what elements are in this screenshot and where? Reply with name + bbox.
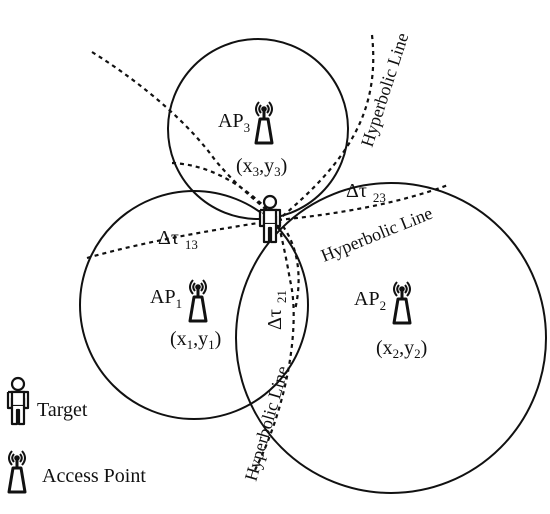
hyperbolic-line-ap1-ap3 — [86, 218, 279, 260]
hyperbolic-lines — [86, 34, 449, 471]
hyperbolic-line-ap2-ap3 — [277, 183, 449, 222]
legend-target-person-icon — [6, 376, 30, 426]
legend-target-label: Target — [37, 399, 88, 421]
hyperbolic-line-ap1-ap3-branch-a — [91, 51, 279, 221]
ap1-coordinates: (x1,y1) — [170, 328, 221, 352]
ap1-node: AP1 (x1,y1) — [150, 278, 221, 352]
ap1-antenna-icon — [188, 278, 208, 323]
ap3-antenna-icon — [254, 100, 274, 145]
ap1-range-circle — [79, 190, 309, 420]
hyperbolic-line-label-top: Hyperbolic Line — [357, 30, 413, 149]
legend-antenna-icon — [7, 449, 27, 494]
legend: Target Access Point — [6, 376, 146, 494]
hyperbolic-line-ap2-ap3-top — [277, 34, 375, 221]
target-person-icon — [258, 194, 282, 244]
ap2-antenna-icon — [392, 280, 412, 325]
ap3-node: AP3 (x3,y3) — [218, 100, 287, 179]
legend-access-point-label: Access Point — [42, 465, 146, 487]
ap2-label: AP2 — [354, 288, 386, 313]
ap3-range-circle — [167, 38, 349, 220]
delta-tau-21-label: Δτ21 — [264, 290, 289, 330]
hyperbolic-line-label-bottom: Hyperbolic Line — [241, 364, 293, 483]
ap1-label: AP1 — [150, 286, 182, 311]
ap3-coordinates: (x3,y3) — [236, 155, 287, 179]
ap2-coordinates: (x2,y2) — [376, 337, 427, 361]
ap3-label: AP3 — [218, 110, 250, 135]
ap2-range-circle — [235, 182, 547, 494]
hyperbolic-line-ap1-ap2-branch-b — [277, 219, 300, 311]
ap2-node: AP2 (x2,y2) — [354, 280, 427, 361]
range-circles — [79, 38, 547, 494]
